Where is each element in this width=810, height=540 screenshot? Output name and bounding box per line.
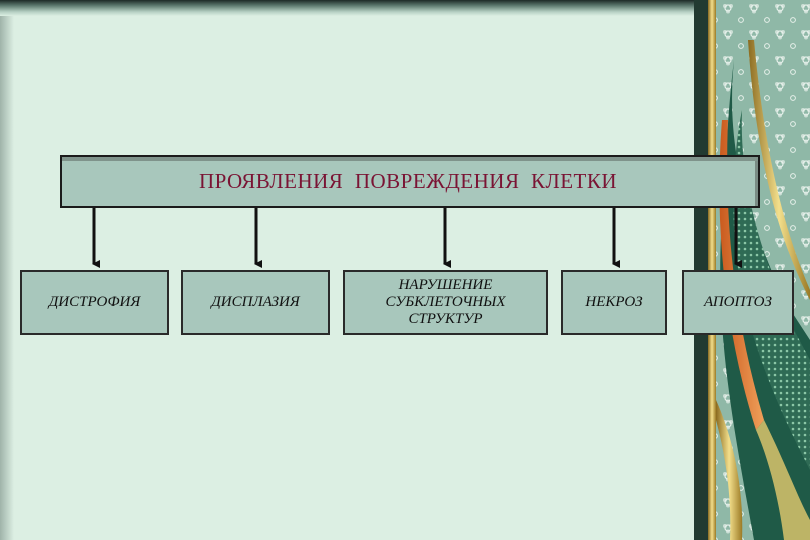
child-label: ДИСТРОФИЯ [48, 294, 141, 310]
main-category-box: ПРОЯВЛЕНИЯ ПОВРЕЖДЕНИЯ КЛЕТКИ [60, 155, 760, 208]
top-gradient-bar [0, 0, 700, 16]
child-label: НАРУШЕНИЕ СУБКЛЕТОЧНЫХ СТРУКТУР [385, 277, 506, 327]
main-title: ПРОЯВЛЕНИЯ ПОВРЕЖДЕНИЯ КЛЕТКИ [198, 169, 618, 193]
child-box-subcellular: НАРУШЕНИЕ СУБКЛЕТОЧНЫХ СТРУКТУР [343, 270, 548, 335]
child-label: ДИСПЛАЗИЯ [211, 294, 300, 310]
child-box-apoptosis: АПОПТОЗ [682, 270, 794, 335]
child-label: АПОПТОЗ [704, 294, 772, 310]
child-box-dysplasia: ДИСПЛАЗИЯ [181, 270, 330, 335]
left-edge-shadow [0, 0, 14, 540]
child-box-necrosis: НЕКРОЗ [561, 270, 667, 335]
child-box-dystrophy: ДИСТРОФИЯ [20, 270, 169, 335]
child-label: НЕКРОЗ [585, 294, 643, 310]
